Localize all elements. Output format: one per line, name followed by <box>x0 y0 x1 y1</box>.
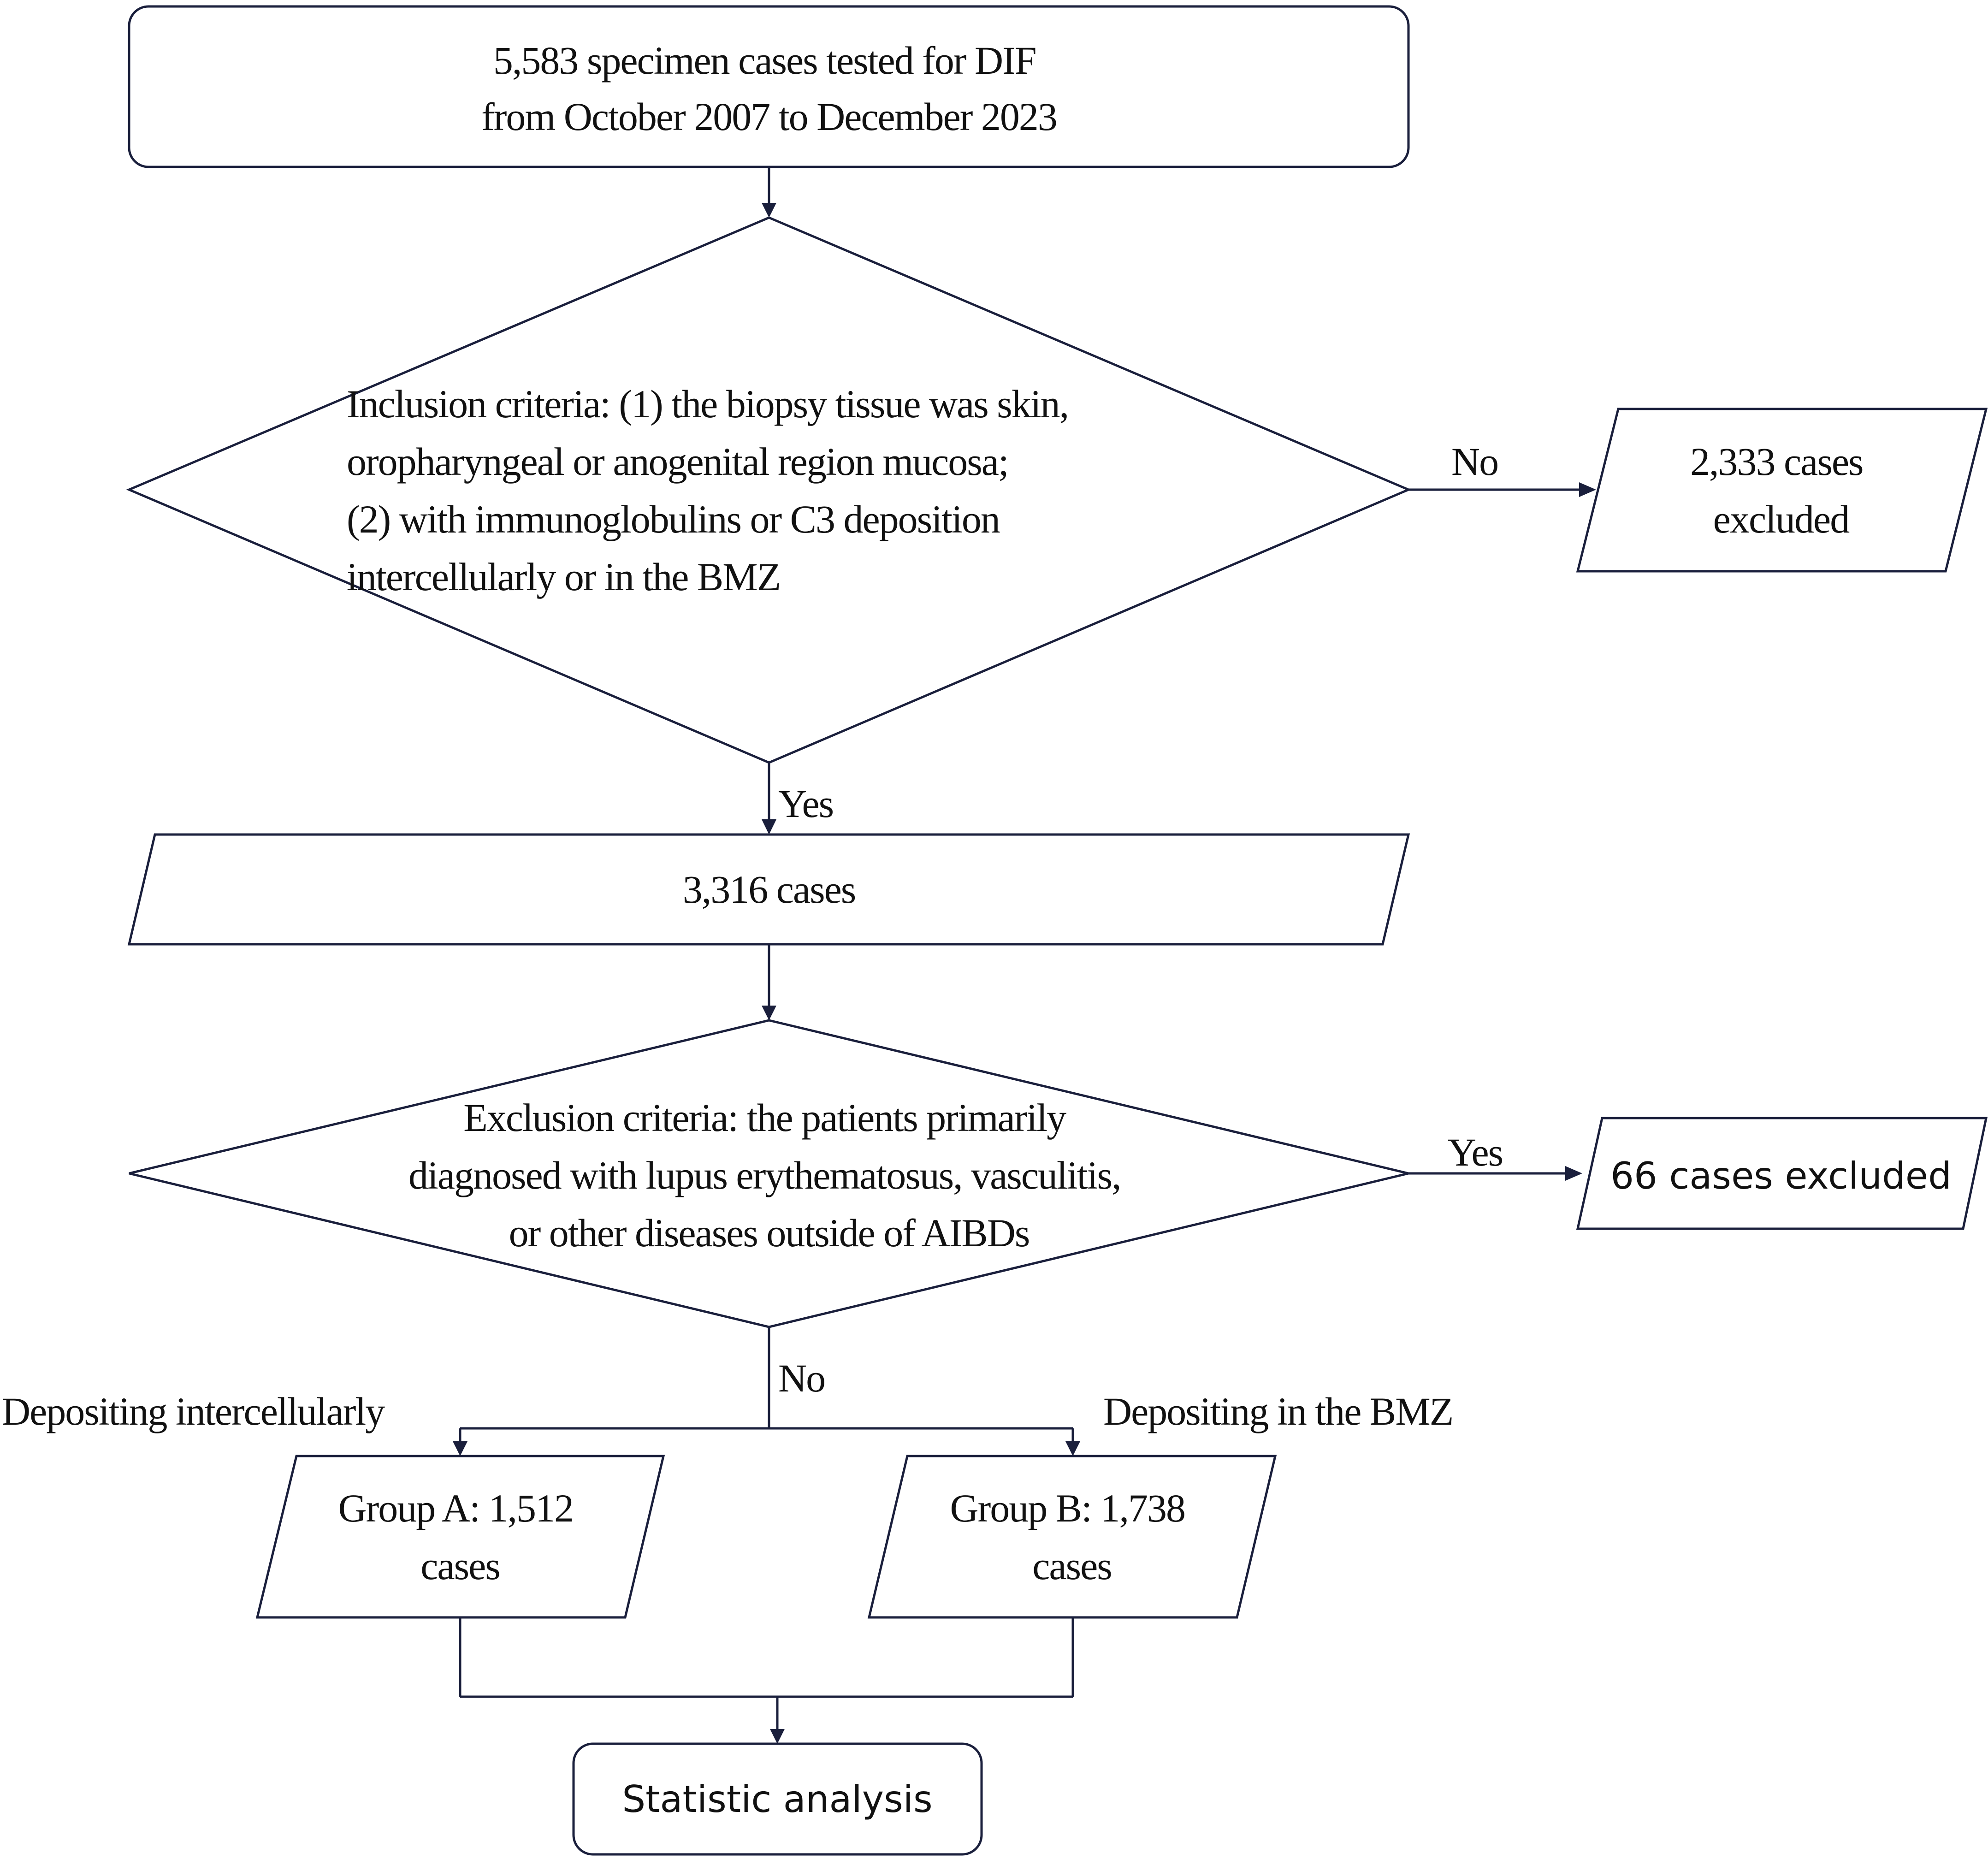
arrowhead-exclusion <box>762 1006 776 1020</box>
connectors <box>453 167 1596 1744</box>
analysis-box <box>572 1742 983 1856</box>
inclusion-line-1: Inclusion criteria: (1) the biopsy tissu… <box>347 382 1068 426</box>
group-a-box <box>255 1455 665 1619</box>
group-b-line-2: cases <box>1032 1544 1111 1588</box>
inclusion-line-2: oropharyngeal or anogenital region mucos… <box>347 439 1008 484</box>
group-b-text: Group B: 1,738 cases <box>950 1486 1194 1588</box>
excluded-second-text: 66 cases excluded <box>1610 1154 1952 1197</box>
start-line-2: from October 2007 to December 2023 <box>481 95 1057 139</box>
arrowhead-inclusion <box>762 203 776 218</box>
start-line-1: 5,583 specimen cases tested for DIF <box>493 38 1036 83</box>
arrowhead-group-a <box>453 1441 467 1456</box>
inclusion-text: Inclusion criteria: (1) the biopsy tissu… <box>347 382 1077 599</box>
analysis-line-1: Statistic analysis <box>622 1778 932 1821</box>
excluded-second-line-1: 66 cases excluded <box>1610 1154 1952 1197</box>
exclusion-text: Exclusion criteria: the patients primari… <box>408 1095 1130 1255</box>
arrowhead-excluded-second <box>1565 1166 1582 1181</box>
label-exclusion-no: No <box>778 1356 825 1400</box>
label-exclusion-yes: Yes <box>1448 1130 1503 1174</box>
excluded-first-line-2: excluded <box>1713 497 1849 541</box>
excluded-first-line-1: 2,333 cases <box>1690 439 1863 484</box>
group-b-box <box>867 1455 1277 1619</box>
excluded-first-text: 2,333 cases excluded <box>1690 439 1872 541</box>
group-a-line-2: cases <box>420 1544 499 1588</box>
excluded-second-box <box>1576 1117 1988 1230</box>
exclusion-line-3: or other diseases outside of AIBDs <box>509 1211 1030 1255</box>
start-text: 5,583 specimen cases tested for DIF from… <box>481 38 1057 139</box>
inclusion-line-4: intercellularly or in the BMZ <box>347 555 780 599</box>
label-branch-a: Depositing intercellularly <box>2 1389 385 1433</box>
included-text: 3,316 cases <box>683 867 855 912</box>
group-a-text: Group A: 1,512 cases <box>338 1486 582 1588</box>
included-box <box>127 833 1410 946</box>
arrowhead-excluded-first <box>1579 482 1596 497</box>
arrowhead-group-b <box>1065 1441 1080 1456</box>
exclusion-line-1: Exclusion criteria: the patients primari… <box>463 1095 1066 1140</box>
inclusion-diamond <box>126 216 1412 764</box>
arrowhead-analysis <box>770 1729 785 1744</box>
start-box <box>128 5 1410 168</box>
excluded-first-box <box>1576 408 1988 573</box>
analysis-text: Statistic analysis <box>622 1778 932 1821</box>
exclusion-line-2: diagnosed with lupus erythematosus, vasc… <box>408 1153 1121 1197</box>
label-inclusion-yes: Yes <box>778 781 833 826</box>
included-line-1: 3,316 cases <box>683 867 855 912</box>
group-b-line-1: Group B: 1,738 <box>950 1486 1185 1530</box>
label-inclusion-no: No <box>1451 439 1498 484</box>
label-branch-b: Depositing in the BMZ <box>1103 1389 1453 1433</box>
arrowhead-included <box>762 819 776 835</box>
inclusion-line-3: (2) with immunoglobulins or C3 depositio… <box>347 497 1000 541</box>
group-a-line-1: Group A: 1,512 <box>338 1486 574 1530</box>
